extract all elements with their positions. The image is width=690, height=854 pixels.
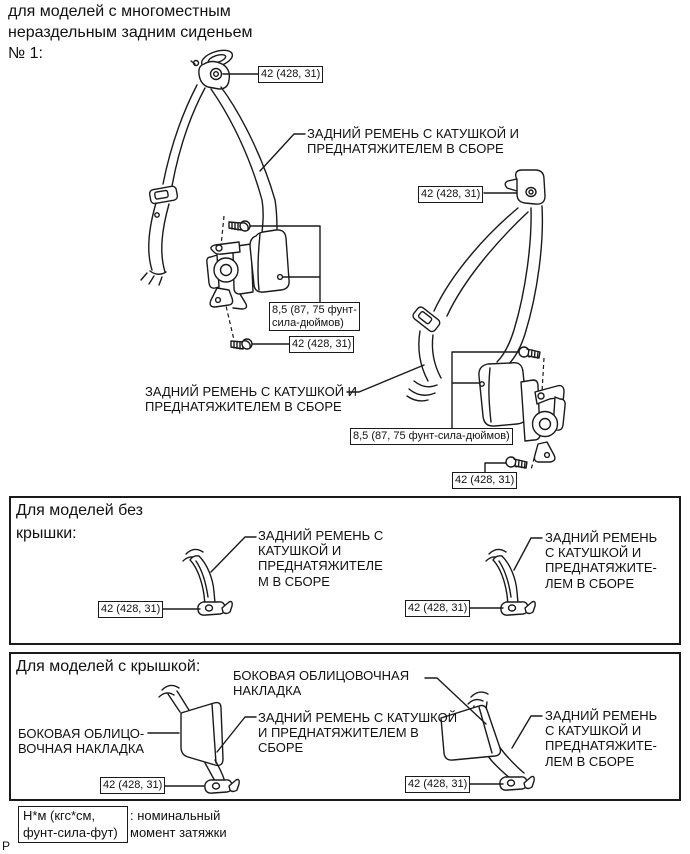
label-line: ЗАДНИЙ РЕМЕНЬ С КАТУШКОЙ	[258, 710, 458, 725]
rear-belt-label-lower: ЗАДНИЙ РЕМЕНЬ С КАТУШКОЙ И ПРЕДНАТЯЖИТЕЛ…	[145, 384, 357, 414]
legend-line: фунт-сила-фут)	[23, 824, 118, 840]
label-line: ПРЕДНАТЯЖИТЕЛЕ	[258, 558, 383, 574]
nocover-left-belt-drawing	[161, 536, 257, 616]
section-no-cover-frame	[9, 496, 681, 645]
label-line: С КАТУШКОЙ И	[545, 723, 642, 739]
legend-line: момент затяжки	[130, 825, 227, 840]
page-header: для моделей с многоместным нераздельным …	[8, 1, 253, 64]
label-line: ЗАДНИЙ РЕМЕНЬ С КАТУШКОЙ И	[145, 384, 357, 399]
label-line: ПРЕДНАТЯЖИТЕ-	[545, 738, 657, 754]
legend-line: : номинальный	[130, 808, 221, 823]
side-cover-label-left: БОКОВАЯ ОБЛИЦО- ВОЧНАЯ НАКЛАДКА	[18, 726, 144, 756]
section-with-cover-frame	[9, 652, 681, 801]
label-line: ПРЕДНАТЯЖИТЕЛЕМ В СБОРЕ	[145, 399, 342, 415]
torque-spec-box: 42 (428, 31)	[452, 472, 518, 489]
label-line: С КАТУШКОЙ И	[545, 545, 642, 561]
torque-unit-box: Н*м (кгс*см, фунт-сила-фут)	[18, 806, 128, 843]
main-right-belt-drawing	[346, 169, 566, 473]
torque-spec-box: 42 (428, 31)	[258, 66, 324, 83]
torque-spec-box: 42 (428, 31)	[418, 186, 484, 203]
torque-spec-box: 42 (428, 31)	[405, 600, 471, 617]
label-line: ПРЕДНАТЯЖИТЕЛЕМ В СБОРЕ	[307, 141, 504, 157]
label-line: И ПРЕДНАТЯЖИТЕЛЕМ В	[258, 725, 419, 741]
torque-spec-box: 42 (428, 31)	[405, 776, 471, 793]
legend-line: Н*м (кгс*см,	[23, 808, 96, 823]
torque-spec-box: 8,5 (87, 75 фунт- сила-дюймов)	[269, 302, 360, 331]
label-line: ЛЕМ В СБОРЕ	[545, 575, 635, 591]
withcover-right-belt-label: ЗАДНИЙ РЕМЕНЬ С КАТУШКОЙ И ПРЕДНАТЯЖИТЕ-…	[545, 708, 657, 769]
label-line: СБОРЕ	[258, 740, 304, 756]
torque-spec-box: 42 (428, 31)	[98, 601, 164, 618]
section-no-cover-title: Для моделей без крышки:	[16, 499, 143, 545]
torque-line: 8,5 (87, 75 фунт-	[272, 304, 357, 316]
torque-spec-box: 8,5 (87, 75 фунт-сила-дюймов)	[350, 428, 513, 445]
label-line: ЗАДНИЙ РЕМЕНЬ	[545, 530, 658, 545]
torque-line: сила-дюймов)	[272, 316, 344, 329]
label-line: ЗАДНИЙ РЕМЕНЬ С КАТУШКОЙ И	[307, 126, 519, 141]
title-line: крышки:	[16, 525, 77, 542]
torque-spec-box: 42 (428, 31)	[100, 777, 166, 794]
section-with-cover-title: Для моделей с крышкой:	[16, 658, 201, 675]
withcover-left-belt-drawing	[147, 684, 257, 794]
torque-legend-description: : номинальный момент затяжки	[130, 807, 227, 841]
label-line: ЛЕМ В СБОРЕ	[545, 753, 635, 769]
header-line: № 1:	[8, 45, 43, 62]
label-line: НАКЛАДКА	[233, 683, 302, 699]
page-mark: P	[2, 839, 11, 853]
label-line: КАТУШКОЙ И	[258, 543, 342, 559]
rear-belt-label-upper: ЗАДНИЙ РЕМЕНЬ С КАТУШКОЙ И ПРЕДНАТЯЖИТЕЛ…	[307, 126, 519, 156]
main-left-belt-drawing	[140, 49, 321, 350]
side-cover-label-top: БОКОВАЯ ОБЛИЦОВОЧНАЯ НАКЛАДКА	[233, 668, 409, 698]
title-line: Для моделей без	[16, 502, 144, 519]
label-line: БОКОВАЯ ОБЛИЦО-	[18, 726, 145, 741]
label-line: ВОЧНАЯ НАКЛАДКА	[18, 741, 145, 757]
nocover-right-belt-label: ЗАДНИЙ РЕМЕНЬ С КАТУШКОЙ И ПРЕДНАТЯЖИТЕ-…	[545, 530, 657, 591]
label-line: ПРЕДНАТЯЖИТЕ-	[545, 560, 657, 576]
torque-spec-box: 42 (428, 31)	[289, 336, 355, 353]
header-line: нераздельным задним сиденьем	[8, 24, 253, 41]
label-line: М В СБОРЕ	[258, 573, 330, 589]
withcover-right-belt-drawing	[424, 677, 543, 791]
label-line: ЗАДНИЙ РЕМЕНЬ	[545, 708, 658, 723]
header-line: для моделей с многоместным	[8, 3, 231, 20]
withcover-left-belt-label: ЗАДНИЙ РЕМЕНЬ С КАТУШКОЙ И ПРЕДНАТЯЖИТЕЛ…	[258, 710, 457, 756]
nocover-right-belt-drawing	[468, 537, 543, 616]
nocover-left-belt-label: ЗАДНИЙ РЕМЕНЬ С КАТУШКОЙ И ПРЕДНАТЯЖИТЕЛ…	[258, 528, 383, 589]
label-line: БОКОВАЯ ОБЛИЦОВОЧНАЯ	[233, 668, 410, 683]
label-line: ЗАДНИЙ РЕМЕНЬ С	[258, 528, 384, 543]
